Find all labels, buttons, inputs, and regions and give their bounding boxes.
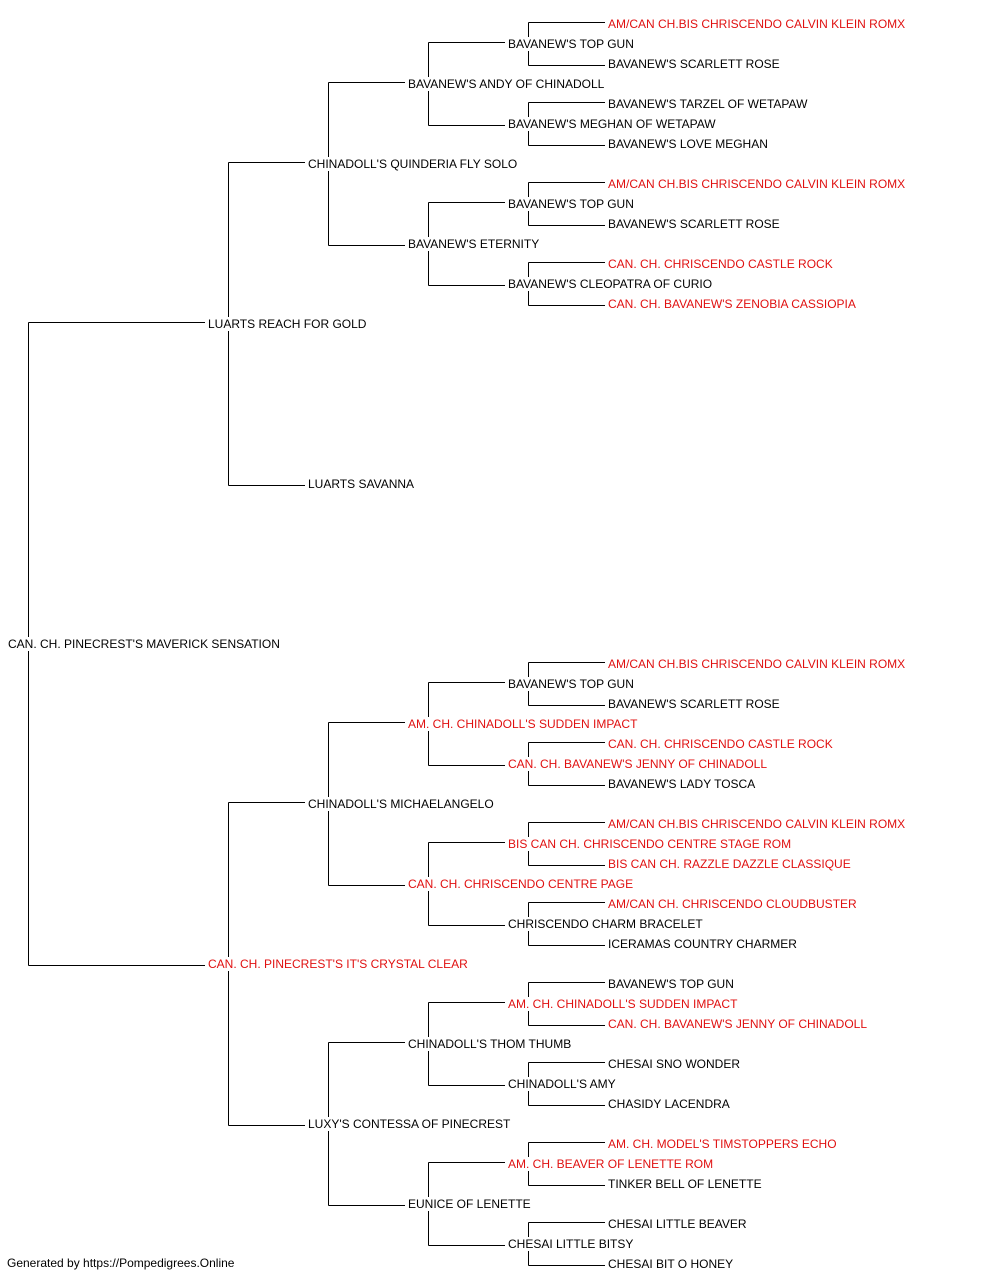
great-grandparent[interactable]: CHINADOLL'S THOM THUMB	[407, 1037, 573, 1051]
gg-grandparent[interactable]: BAVANEW'S TOP GUN	[507, 197, 635, 211]
ggg-grandparent[interactable]: TINKER BELL OF LENETTE	[607, 1177, 763, 1191]
gg-grandparent[interactable]: BAVANEW'S TOP GUN	[507, 677, 635, 691]
great-grandparent[interactable]: BAVANEW'S ETERNITY	[407, 237, 541, 251]
ggg-grandparent[interactable]: ICERAMAS COUNTRY CHARMER	[607, 937, 798, 951]
gg-grandparent[interactable]: BAVANEW'S CLEOPATRA OF CURIO	[507, 277, 714, 291]
great-grandparent[interactable]: CAN. CH. CHRISCENDO CENTRE PAGE	[407, 877, 635, 891]
ggg-grandparent[interactable]: BAVANEW'S SCARLETT ROSE	[607, 217, 781, 231]
sire-dam[interactable]: LUARTS SAVANNA	[307, 477, 416, 491]
gg-grandparent[interactable]: CHRISCENDO CHARM BRACELET	[507, 917, 704, 931]
ggg-grandparent[interactable]: BIS CAN CH. RAZZLE DAZZLE CLASSIQUE	[607, 857, 852, 871]
ggg-grandparent[interactable]: CAN. CH. CHRISCENDO CASTLE ROCK	[607, 257, 834, 271]
gg-grandparent[interactable]: AM. CH. BEAVER OF LENETTE ROM	[507, 1157, 715, 1171]
gg-grandparent[interactable]: CHINADOLL'S AMY	[507, 1077, 617, 1091]
ggg-grandparent[interactable]: AM/CAN CH.BIS CHRISCENDO CALVIN KLEIN RO…	[607, 177, 907, 191]
ggg-grandparent[interactable]: CHESAI SNO WONDER	[607, 1057, 742, 1071]
dam-dam[interactable]: LUXY'S CONTESSA OF PINECREST	[307, 1117, 512, 1131]
dam[interactable]: CAN. CH. PINECREST'S IT'S CRYSTAL CLEAR	[207, 957, 469, 971]
gg-grandparent[interactable]: AM. CH. CHINADOLL'S SUDDEN IMPACT	[507, 997, 739, 1011]
gg-grandparent[interactable]: CHESAI LITTLE BITSY	[507, 1237, 635, 1251]
ggg-grandparent[interactable]: AM/CAN CH.BIS CHRISCENDO CALVIN KLEIN RO…	[607, 657, 907, 671]
ggg-grandparent[interactable]: BAVANEW'S TARZEL OF WETAPAW	[607, 97, 809, 111]
ggg-grandparent[interactable]: CHESAI BIT O HONEY	[607, 1257, 735, 1271]
ggg-grandparent[interactable]: AM/CAN CH. CHRISCENDO CLOUDBUSTER	[607, 897, 858, 911]
sire-sire[interactable]: CHINADOLL'S QUINDERIA FLY SOLO	[307, 157, 519, 171]
gg-grandparent[interactable]: CAN. CH. BAVANEW'S JENNY OF CHINADOLL	[507, 757, 769, 771]
ggg-grandparent[interactable]: BAVANEW'S SCARLETT ROSE	[607, 697, 781, 711]
gg-grandparent[interactable]: BAVANEW'S MEGHAN OF WETAPAW	[507, 117, 717, 131]
ggg-grandparent[interactable]: CHESAI LITTLE BEAVER	[607, 1217, 748, 1231]
gg-grandparent[interactable]: BIS CAN CH. CHRISCENDO CENTRE STAGE ROM	[507, 837, 793, 851]
sire[interactable]: LUARTS REACH FOR GOLD	[207, 317, 368, 331]
dam-sire[interactable]: CHINADOLL'S MICHAELANGELO	[307, 797, 495, 811]
ggg-grandparent[interactable]: BAVANEW'S LOVE MEGHAN	[607, 137, 769, 151]
ggg-grandparent[interactable]: AM. CH. MODEL'S TIMSTOPPERS ECHO	[607, 1137, 838, 1151]
ggg-grandparent[interactable]: BAVANEW'S LADY TOSCA	[607, 777, 757, 791]
ggg-grandparent[interactable]: CHASIDY LACENDRA	[607, 1097, 731, 1111]
ggg-grandparent[interactable]: AM/CAN CH.BIS CHRISCENDO CALVIN KLEIN RO…	[607, 17, 907, 31]
ggg-grandparent[interactable]: AM/CAN CH.BIS CHRISCENDO CALVIN KLEIN RO…	[607, 817, 907, 831]
ggg-grandparent[interactable]: BAVANEW'S SCARLETT ROSE	[607, 57, 781, 71]
gg-grandparent[interactable]: BAVANEW'S TOP GUN	[507, 37, 635, 51]
ggg-grandparent[interactable]: BAVANEW'S TOP GUN	[607, 977, 735, 991]
great-grandparent[interactable]: BAVANEW'S ANDY OF CHINADOLL	[407, 77, 606, 91]
ggg-grandparent[interactable]: CAN. CH. BAVANEW'S ZENOBIA CASSIOPIA	[607, 297, 857, 311]
ggg-grandparent[interactable]: CAN. CH. CHRISCENDO CASTLE ROCK	[607, 737, 834, 751]
subject-dog[interactable]: CAN. CH. PINECREST'S MAVERICK SENSATION	[7, 637, 281, 651]
generated-by-footer: Generated by https://Pompedigrees.Online	[7, 1256, 235, 1270]
great-grandparent[interactable]: EUNICE OF LENETTE	[407, 1197, 532, 1211]
ggg-grandparent[interactable]: CAN. CH. BAVANEW'S JENNY OF CHINADOLL	[607, 1017, 869, 1031]
great-grandparent[interactable]: AM. CH. CHINADOLL'S SUDDEN IMPACT	[407, 717, 639, 731]
